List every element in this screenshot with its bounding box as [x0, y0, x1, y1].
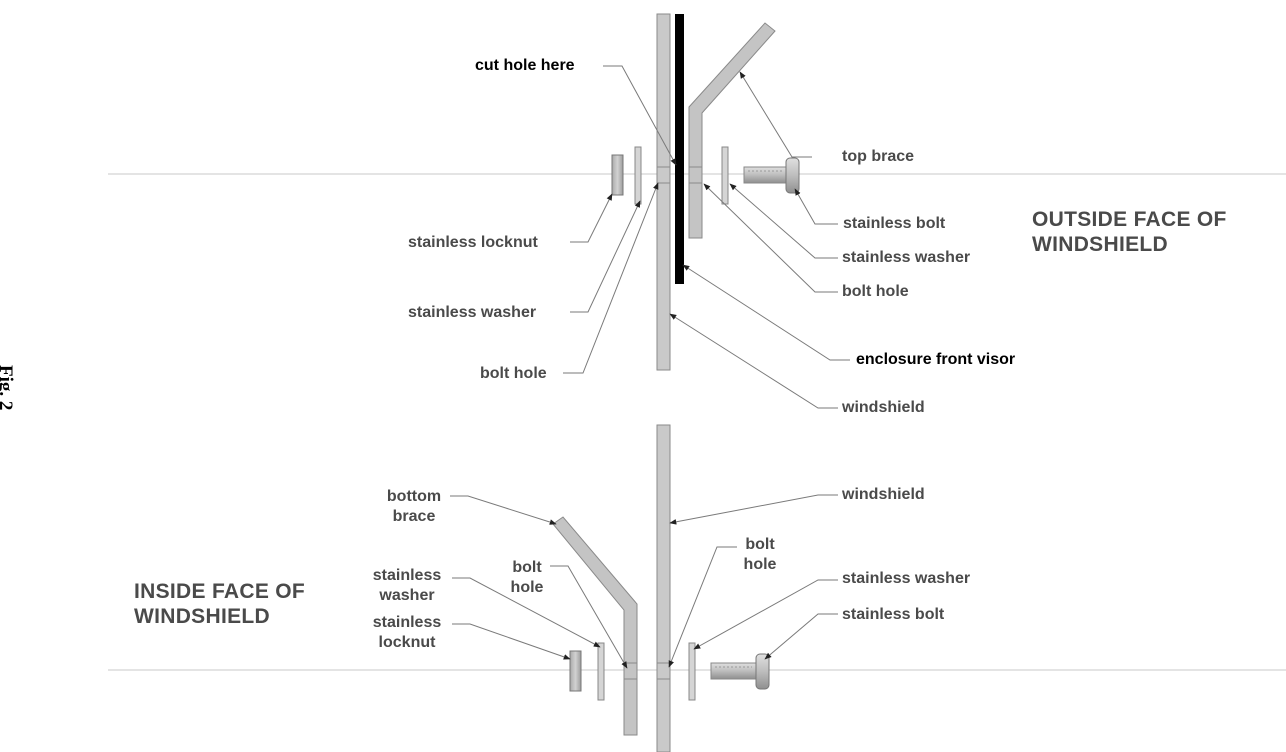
heading-outside-face: OUTSIDE FACE OF WINDSHIELD: [1032, 207, 1227, 257]
locknut-top: [611, 154, 624, 196]
label-locknut-bottom-line1: stainless: [372, 614, 442, 631]
label-bolt-hole-left-bottom-line1: bolt: [512, 559, 542, 576]
label-stainless-locknut-top: stainless locknut: [408, 234, 538, 251]
label-bolt-hole-left-bottom: bolt hole: [500, 558, 554, 598]
label-bolt-hole-right-bottom-line2: hole: [743, 556, 777, 573]
leader-top-brace: [739, 71, 812, 158]
label-bolt-hole-right-bottom-line1: bolt: [745, 536, 775, 553]
label-washer-left-bottom-line1: stainless: [372, 567, 442, 584]
bolt-head-bottom: [755, 653, 770, 690]
figure-label: Fig. 2: [0, 365, 16, 410]
bolt-shaft-top: [743, 166, 787, 184]
heading-inside-face: INSIDE FACE OF WINDSHIELD: [134, 579, 305, 629]
label-washer-left-bottom-line2: washer: [379, 587, 435, 604]
hole-mark-brace-bottom: [623, 662, 638, 680]
leader-lines-top: [563, 65, 850, 409]
windshield-panel-bottom: [656, 424, 671, 752]
label-bolt-hole-right-bottom: bolt hole: [733, 535, 787, 575]
bottom-brace: [552, 516, 638, 736]
label-locknut-bottom-line2: locknut: [378, 634, 436, 651]
leader-bolt-bottom: [764, 613, 838, 660]
leader-windshield-bottom: [669, 494, 838, 525]
hole-mark-windshield-top: [656, 166, 671, 184]
label-stainless-locknut-bottom: stainless locknut: [362, 613, 452, 653]
label-stainless-washer-right-top: stainless washer: [842, 249, 971, 266]
label-bottom-brace: bottom brace: [378, 487, 450, 527]
washer-left-bottom: [597, 642, 605, 701]
leader-bolt-hole-right-bottom: [668, 546, 737, 668]
label-stainless-washer-left-top: stainless washer: [408, 304, 537, 321]
label-cut-hole: cut hole here: [475, 57, 575, 74]
bolt-shaft-bottom: [710, 662, 757, 680]
label-stainless-washer-right-bottom: stainless washer: [842, 570, 971, 587]
leader-washer-right-top: [729, 183, 838, 259]
leader-bolt-hole-left-top: [563, 182, 659, 374]
washer-left-top: [634, 146, 642, 205]
enclosure-front-visor: [675, 14, 684, 284]
leader-cut-hole: [603, 65, 677, 166]
locknut-bottom: [569, 650, 582, 692]
heading-inside-line1: INSIDE FACE OF: [134, 580, 306, 603]
washer-right-bottom: [688, 642, 696, 701]
leader-washer-right-bottom: [693, 579, 838, 650]
label-top-brace: top brace: [842, 148, 915, 165]
leader-bottom-brace: [450, 495, 557, 525]
leader-windshield-top: [669, 313, 838, 409]
label-stainless-washer-left-bottom: stainless washer: [362, 566, 452, 606]
label-bolt-hole-left-bottom-line2: hole: [510, 579, 544, 596]
label-bottom-brace-line1: bottom: [386, 488, 442, 505]
label-enclosure-front-visor: enclosure front visor: [856, 351, 1016, 368]
top-brace: [688, 22, 776, 239]
hole-mark-windshield-bottom: [656, 662, 671, 680]
heading-outside-line1: OUTSIDE FACE OF: [1032, 208, 1227, 231]
leader-lines-bottom: [450, 494, 838, 669]
label-bolt-hole-right-top: bolt hole: [842, 283, 909, 300]
label-windshield-bottom: windshield: [842, 486, 925, 503]
washer-right-top: [721, 146, 729, 205]
heading-outside-line2: WINDSHIELD: [1032, 233, 1168, 256]
leader-washer-left-top: [570, 200, 641, 313]
label-bottom-brace-line2: brace: [392, 508, 436, 525]
heading-inside-line2: WINDSHIELD: [134, 605, 270, 628]
leader-locknut-bottom: [452, 623, 571, 660]
leader-locknut-top: [570, 193, 613, 243]
leader-bolt-hole-right-top: [703, 183, 838, 293]
label-bolt-hole-left-top: bolt hole: [480, 365, 547, 382]
leader-bolt-hole-left-bottom: [550, 565, 628, 669]
leader-bolt-top: [794, 188, 838, 225]
leader-washer-left-bottom: [452, 577, 601, 648]
hole-mark-brace-top: [688, 166, 703, 184]
leader-visor: [682, 264, 850, 361]
bolt-head-top: [785, 157, 800, 194]
label-stainless-bolt-bottom: stainless bolt: [842, 606, 945, 623]
windshield-panel-top: [656, 13, 671, 371]
label-stainless-bolt-top: stainless bolt: [843, 215, 946, 232]
bottom-assembly: [552, 424, 770, 752]
top-assembly: [611, 13, 800, 371]
label-windshield-top: windshield: [842, 399, 925, 416]
